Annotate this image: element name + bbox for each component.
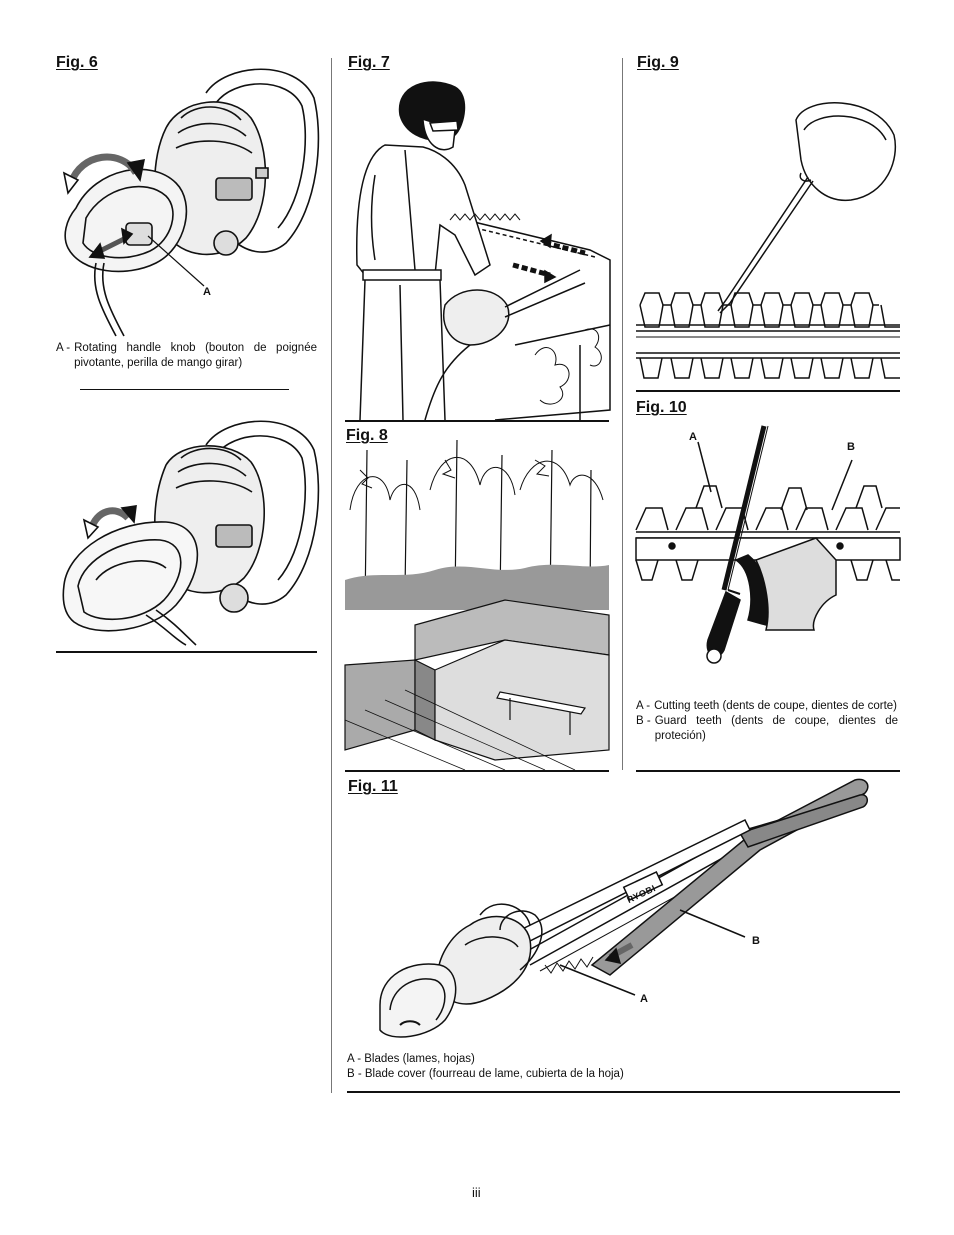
fig6-caption: A - Rotating handle knob (bouton de poig… — [56, 341, 317, 371]
page-number: iii — [472, 1185, 481, 1200]
fig6-caption-text: Rotating handle knob (bouton de poignée … — [74, 342, 317, 369]
fig9-bottom-rule — [636, 390, 900, 392]
fig6-caption-key: A - — [56, 342, 71, 354]
fig10-caption-a-key: A - — [636, 700, 651, 712]
fig6-separator — [80, 389, 289, 390]
fig6-bottom-rule — [56, 651, 317, 653]
fig10-caption-b-text: Guard teeth (dents de coupe, dientes de … — [654, 715, 898, 742]
fig11-caption-a: A - Blades (lames, hojas) — [347, 1053, 475, 1065]
fig6-illustration-bottom — [56, 410, 320, 646]
fig6-title: Fig. 6 — [56, 54, 98, 71]
column-divider-right — [622, 58, 623, 770]
fig8-bottom-rule — [345, 770, 609, 772]
fig11-callout-a: A — [640, 993, 648, 1005]
fig10-illustration — [635, 420, 901, 680]
fig10-caption: A - Cutting teeth (dents de coupe, dient… — [636, 699, 898, 744]
fig10-title: Fig. 10 — [636, 399, 687, 416]
fig11-illustration — [360, 775, 870, 1055]
fig11-bottom-rule — [347, 1091, 900, 1093]
fig8-illustration — [344, 430, 610, 771]
fig10-caption-a-text: Cutting teeth (dents de coupe, dientes d… — [654, 700, 897, 712]
fig10-caption-b-key: B - — [636, 715, 651, 727]
fig7-title: Fig. 7 — [348, 54, 390, 71]
fig9-illustration — [636, 85, 900, 385]
fig10-callout-a: A — [689, 431, 697, 443]
fig11-title: Fig. 11 — [348, 778, 398, 795]
fig7-bottom-rule — [345, 420, 609, 422]
fig10-bottom-rule — [636, 770, 900, 772]
fig6-callout-a: A — [203, 286, 211, 298]
fig11-caption: A - Blades (lames, hojas) B - Blade cove… — [347, 1052, 867, 1082]
fig6-illustration-top — [56, 58, 320, 338]
column-divider-left — [331, 58, 332, 1093]
fig11-callout-b: B — [752, 935, 760, 947]
fig11-caption-b: B - Blade cover (fourreau de lame, cubie… — [347, 1068, 624, 1080]
fig7-illustration — [345, 75, 611, 421]
fig9-title: Fig. 9 — [637, 54, 679, 71]
fig10-callout-b: B — [847, 441, 855, 453]
fig8-title: Fig. 8 — [346, 427, 388, 444]
